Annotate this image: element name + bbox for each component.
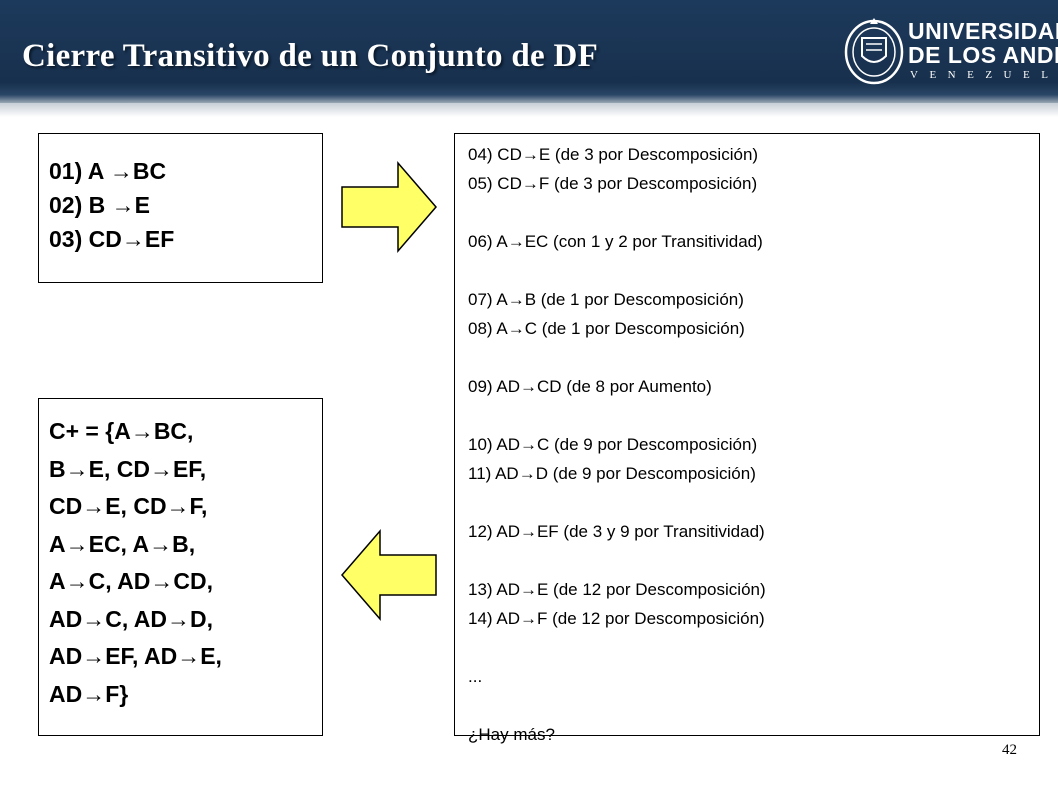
closure-line: A→C, AD→CD, <box>49 568 213 594</box>
page-number: 42 <box>1002 742 1017 758</box>
derivation-line: 08) A→C (de 1 por Descomposición) <box>468 319 745 338</box>
closure-box: C+ = {A→BC, B→E, CD→EF, CD→E, CD→F, A→EC… <box>38 398 323 736</box>
header-bar <box>0 0 1058 103</box>
derivations-box: 04) CD→E (de 3 por Descomposición) 05) CD… <box>454 133 1040 744</box>
university-logo: UNIVERSIDAD DE LOS ANDES VENEZUELA <box>840 14 1058 90</box>
derivation-line: 11) AD→D (de 9 por Descomposición) <box>468 464 756 483</box>
derivation-line: 13) AD→E (de 12 por Descomposición) <box>468 580 766 599</box>
logo-text-line1: UNIVERSIDAD <box>908 18 1058 44</box>
seal-icon <box>844 18 904 85</box>
right-arrow-icon <box>341 160 437 254</box>
closure-line: AD→EF, AD→E, <box>49 643 222 669</box>
derivation-line: 05) CD→F (de 3 por Descomposición) <box>468 174 758 193</box>
dependency-line: 03) CD→EF <box>49 226 175 252</box>
initial-dependencies-box: 01) A →BC 02) B →E 03) CD→EF <box>38 133 323 283</box>
derivation-line: 06) A→EC (con 1 y 2 por Transitividad) <box>468 232 763 251</box>
dependency-line: 02) B →E <box>49 192 150 218</box>
slide-title: Cierre Transitivo de un Conjunto de DF <box>22 38 599 74</box>
derivation-line: 14) AD→F (de 12 por Descomposición) <box>468 609 765 628</box>
closure-line: A→EC, A→B, <box>49 530 196 557</box>
dependency-line: 01) A →BC <box>49 158 167 184</box>
closure-line: B→E, CD→EF, <box>49 455 207 482</box>
closure-line: CD→E, CD→F, <box>49 493 208 519</box>
derivation-line: 09) AD→CD (de 8 por Aumento) <box>468 377 712 396</box>
derivation-line: 07) A→B (de 1 por Descomposición) <box>468 290 744 309</box>
closure-line: AD→C, AD→D, <box>49 605 213 632</box>
header-shadow <box>0 103 1058 117</box>
closure-line: C+ = {A→BC, <box>49 418 194 444</box>
derivation-line: ¿Hay más? <box>468 725 555 744</box>
closure-line: AD→F} <box>49 680 129 707</box>
derivation-line: 10) AD→C (de 9 por Descomposición) <box>468 435 758 454</box>
derivation-line: ... <box>468 667 483 686</box>
logo-text-line2: DE LOS ANDES <box>908 42 1058 68</box>
logo-text-line3: VENEZUELA <box>910 69 1058 81</box>
derivation-line: 04) CD→E (de 3 por Descomposición) <box>468 145 759 164</box>
derivation-line: 12) AD→EF (de 3 y 9 por Transitividad) <box>468 522 765 541</box>
left-arrow-icon <box>341 528 437 622</box>
